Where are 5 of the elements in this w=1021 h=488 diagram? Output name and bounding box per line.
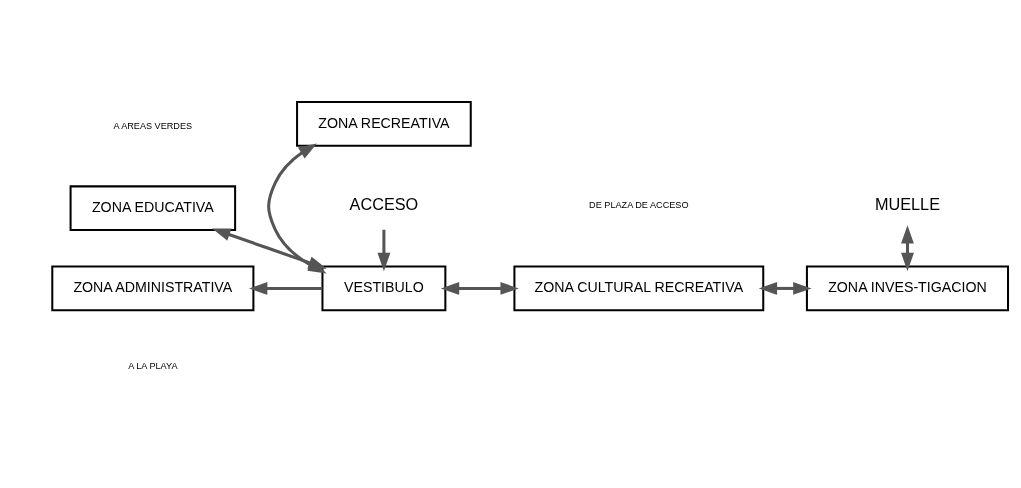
label: A LA PLAYA xyxy=(128,360,178,371)
label: A AREAS VERDES xyxy=(113,121,193,132)
node-text: ACCESO xyxy=(349,195,419,214)
node-text: MUELLE xyxy=(874,195,940,214)
label: DE PLAZA DE ACCESO xyxy=(589,200,689,211)
